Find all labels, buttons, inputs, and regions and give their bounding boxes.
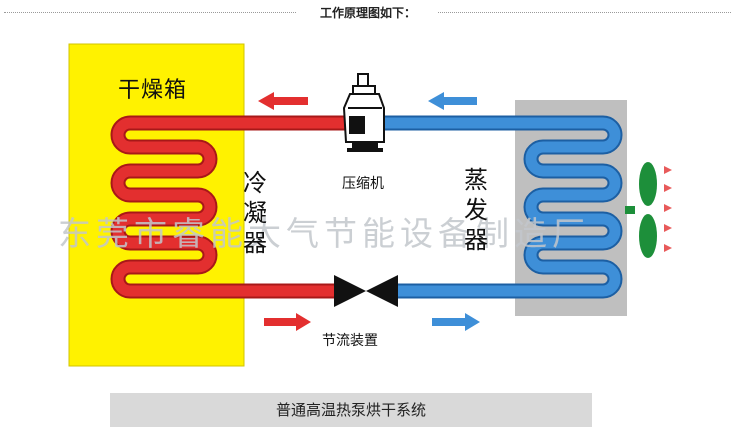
- fan-icon: [625, 162, 672, 258]
- dryer-label: 干燥箱: [118, 78, 188, 103]
- throttle-valve-icon: [334, 275, 398, 307]
- condenser-label: 冷凝器: [243, 169, 267, 257]
- compressor-icon: [342, 73, 385, 152]
- flow-arrow-top-blue: [428, 92, 477, 110]
- header-title: 工作原理图如下：: [319, 6, 416, 20]
- flow-arrow-bottom-blue: [432, 313, 480, 331]
- system-caption: 普通高温热泵烘干系统: [110, 393, 592, 427]
- flow-arrow-bottom-red: [264, 313, 311, 331]
- watermark-text: 东莞市睿能大气节能设备制造厂: [58, 214, 590, 253]
- header-divider-right: [438, 12, 731, 13]
- flow-arrow-top-red: [258, 92, 308, 110]
- page-header: 工作原理图如下：: [0, 0, 735, 24]
- evaporator-label: 蒸发器: [464, 166, 488, 254]
- header-divider-left: [4, 12, 296, 13]
- compressor-label: 压缩机: [342, 176, 384, 192]
- throttle-label: 节流装置: [322, 333, 378, 349]
